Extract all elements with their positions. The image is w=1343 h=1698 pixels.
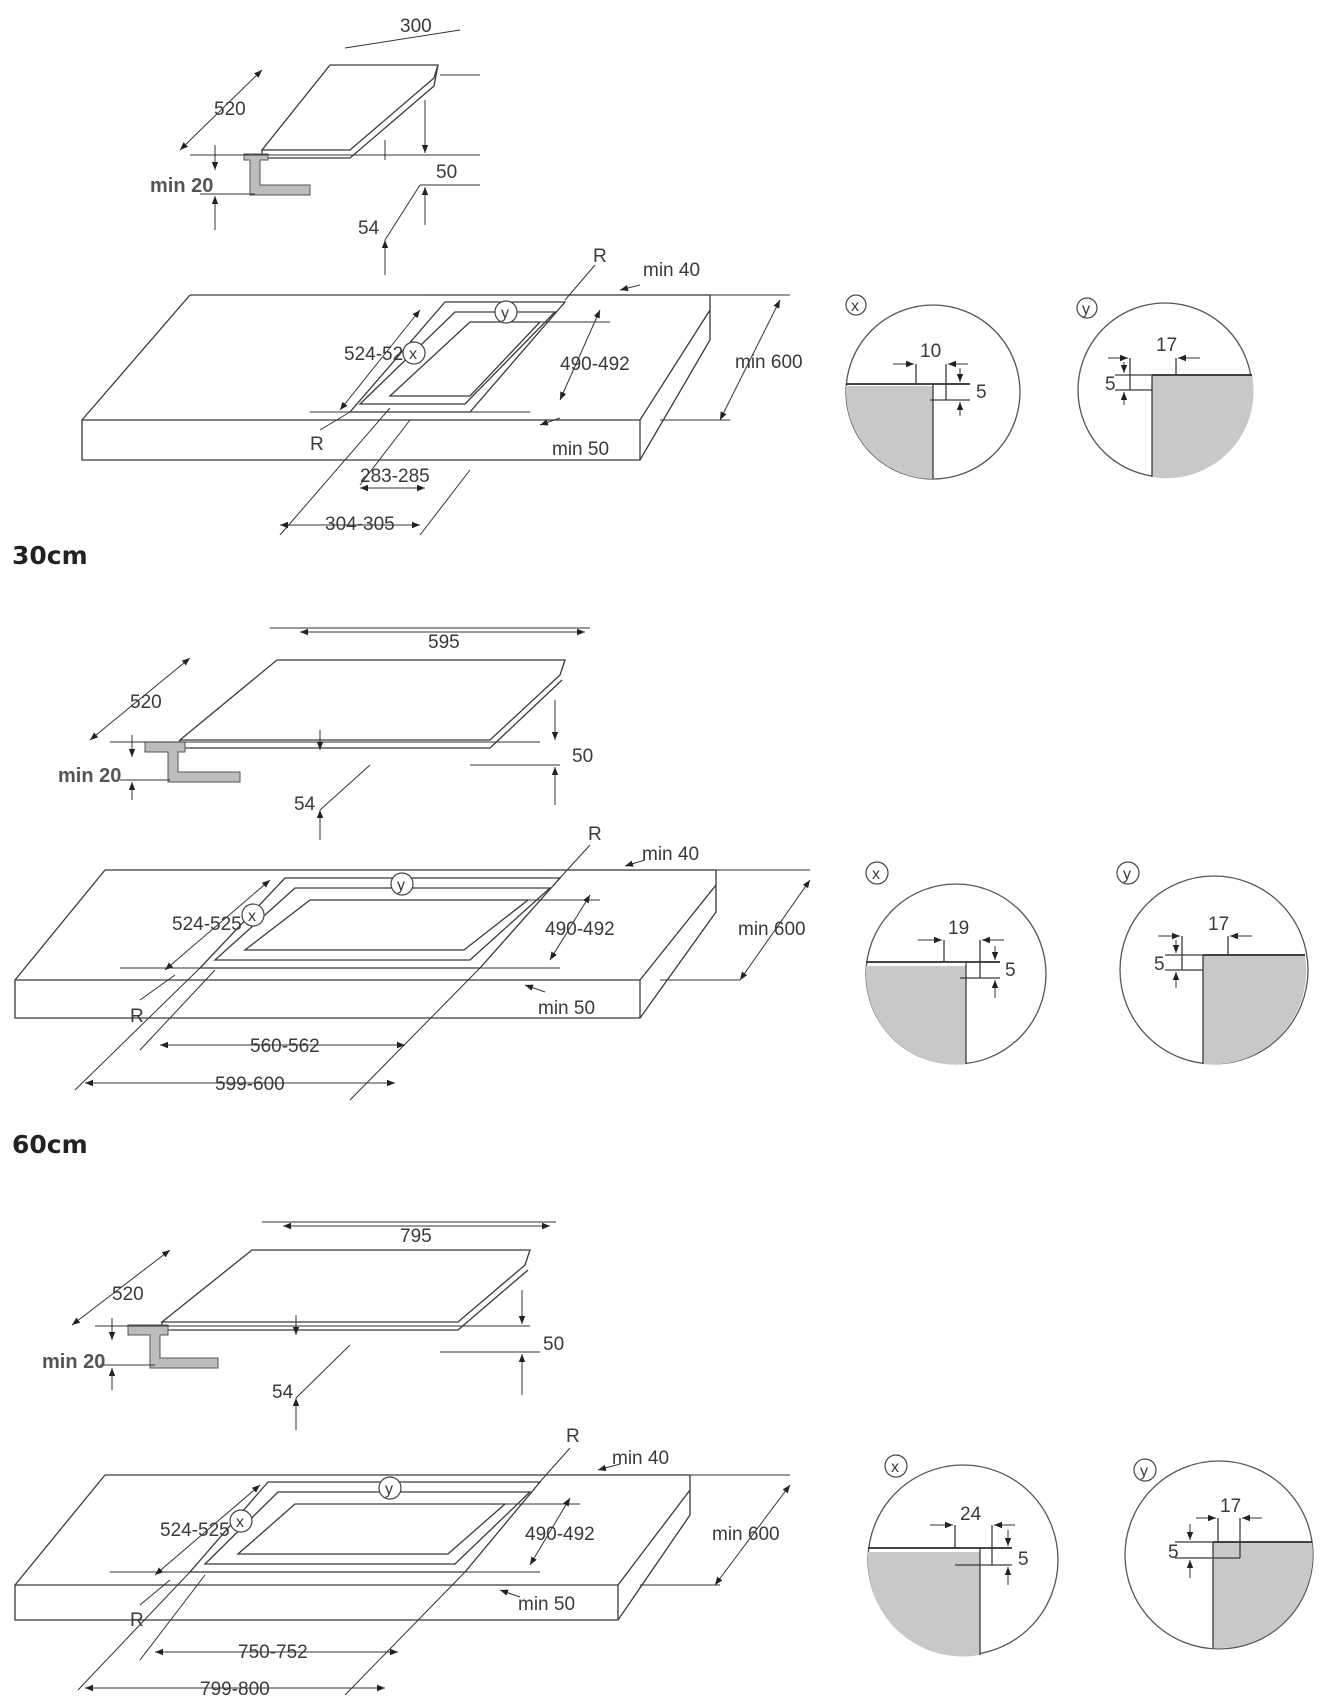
detail-x-depth: 5 [1018, 1549, 1029, 1570]
marker-y: y [501, 305, 509, 322]
hob-thickness-label: 50 [436, 162, 457, 183]
min-worktop-label: min 20 [58, 765, 121, 787]
marker-x: x [409, 346, 417, 363]
detail-y-gap: 17 [1208, 914, 1229, 935]
outer-width-label: 799-800 [200, 1679, 270, 1698]
hob-width-label: 595 [428, 632, 460, 653]
worktop-depth-label: min 600 [712, 1524, 780, 1545]
marker-x: x [236, 1514, 244, 1531]
back-gap-label: min 40 [642, 844, 699, 865]
worktop-drawing: R R min 40 min 600 490-492 524-525 min 5… [81, 246, 803, 536]
outer-width-label: 304-305 [325, 514, 395, 535]
detail-x-depth: 5 [1005, 960, 1016, 981]
hob-depth-below-label: 54 [294, 794, 316, 815]
front-depth-label: 524-525 [344, 344, 414, 365]
front-gap-label: min 50 [538, 998, 595, 1019]
detail-y: 17 5 y [1116, 861, 1309, 1065]
detail-y-depth: 5 [1154, 954, 1165, 975]
detail-y-depth: 5 [1105, 374, 1116, 395]
hob-thickness-label: 50 [572, 746, 593, 767]
hob-depth-label: 520 [130, 692, 162, 713]
detail-y-label: y [1082, 301, 1090, 318]
radius-label: R [566, 1426, 580, 1447]
worktop-drawing: R R min 40 min 600 490-492 524-525 min 5… [14, 824, 811, 1101]
detail-x: 19 5 x [865, 861, 1047, 1065]
detail-x: 24 5 x [867, 1454, 1059, 1657]
detail-x-gap: 19 [948, 918, 969, 939]
section-title-30cm: 30cm [12, 541, 88, 570]
detail-x-label: x [891, 1459, 899, 1476]
detail-y: 17 5 y [1076, 297, 1254, 479]
inner-width-label: 283-285 [360, 466, 430, 487]
inner-width-label: 750-752 [238, 1642, 308, 1663]
hob-drawing: 300 520 50 54 min 20 [150, 16, 480, 275]
worktop-drawing: R R min 40 min 600 490-492 524-525 min 5… [14, 1426, 791, 1698]
outer-width-label: 599-600 [215, 1074, 285, 1095]
worktop-depth-label: min 600 [735, 352, 803, 373]
detail-y-gap: 17 [1220, 1496, 1241, 1517]
section-2: 795 520 50 54 min 20 [14, 1221, 1314, 1698]
hob-depth-label: 520 [214, 99, 246, 120]
front-gap-label: min 50 [518, 1594, 575, 1615]
radius-label-front: R [310, 434, 324, 455]
back-gap-label: min 40 [612, 1448, 669, 1469]
radius-label-front: R [130, 1610, 144, 1631]
hob-thickness-label: 50 [543, 1334, 564, 1355]
min-worktop-label: min 20 [42, 1351, 105, 1373]
hob-depth-below-label: 54 [358, 218, 380, 239]
marker-y: y [397, 877, 405, 894]
front-depth-label: 524-525 [172, 914, 242, 935]
detail-x-gap: 24 [960, 1504, 982, 1525]
front-gap-label: min 50 [552, 439, 609, 460]
cutout-depth-label: 490-492 [525, 1524, 595, 1545]
detail-y-gap: 17 [1156, 335, 1177, 356]
cutout-depth-label: 490-492 [560, 354, 630, 375]
detail-y-label: y [1123, 866, 1131, 883]
detail-x-gap: 10 [920, 341, 941, 362]
hob-width-label: 795 [400, 1226, 432, 1247]
front-depth-label: 524-525 [160, 1520, 230, 1541]
detail-x: 10 5 x [845, 294, 1021, 480]
section-title-60cm: 60cm [12, 1130, 88, 1159]
detail-y: 17 5 y [1124, 1458, 1314, 1650]
cutout-depth-label: 490-492 [545, 919, 615, 940]
radius-label: R [593, 246, 607, 267]
radius-label: R [588, 824, 602, 845]
hob-drawing: 795 520 50 54 min 20 [42, 1221, 564, 1430]
worktop-depth-label: min 600 [738, 919, 806, 940]
hob-drawing: 595 520 50 54 min 20 [58, 627, 593, 840]
marker-x: x [248, 908, 256, 925]
detail-x-label: x [851, 298, 859, 315]
detail-y-depth: 5 [1168, 1542, 1179, 1563]
inner-width-label: 560-562 [250, 1036, 320, 1057]
section-0: 300 520 50 54 min 20 [12, 16, 1254, 570]
hob-depth-label: 520 [112, 1284, 144, 1305]
detail-x-label: x [872, 866, 880, 883]
radius-label-front: R [130, 1006, 144, 1027]
section-1: 595 520 50 54 min 20 [12, 627, 1309, 1159]
hob-depth-below-label: 54 [272, 1382, 294, 1403]
min-worktop-label: min 20 [150, 175, 213, 197]
detail-x-depth: 5 [976, 382, 987, 403]
back-gap-label: min 40 [643, 260, 700, 281]
marker-y: y [385, 1481, 393, 1498]
hob-width-label: 300 [400, 16, 432, 37]
detail-y-label: y [1140, 1463, 1148, 1480]
